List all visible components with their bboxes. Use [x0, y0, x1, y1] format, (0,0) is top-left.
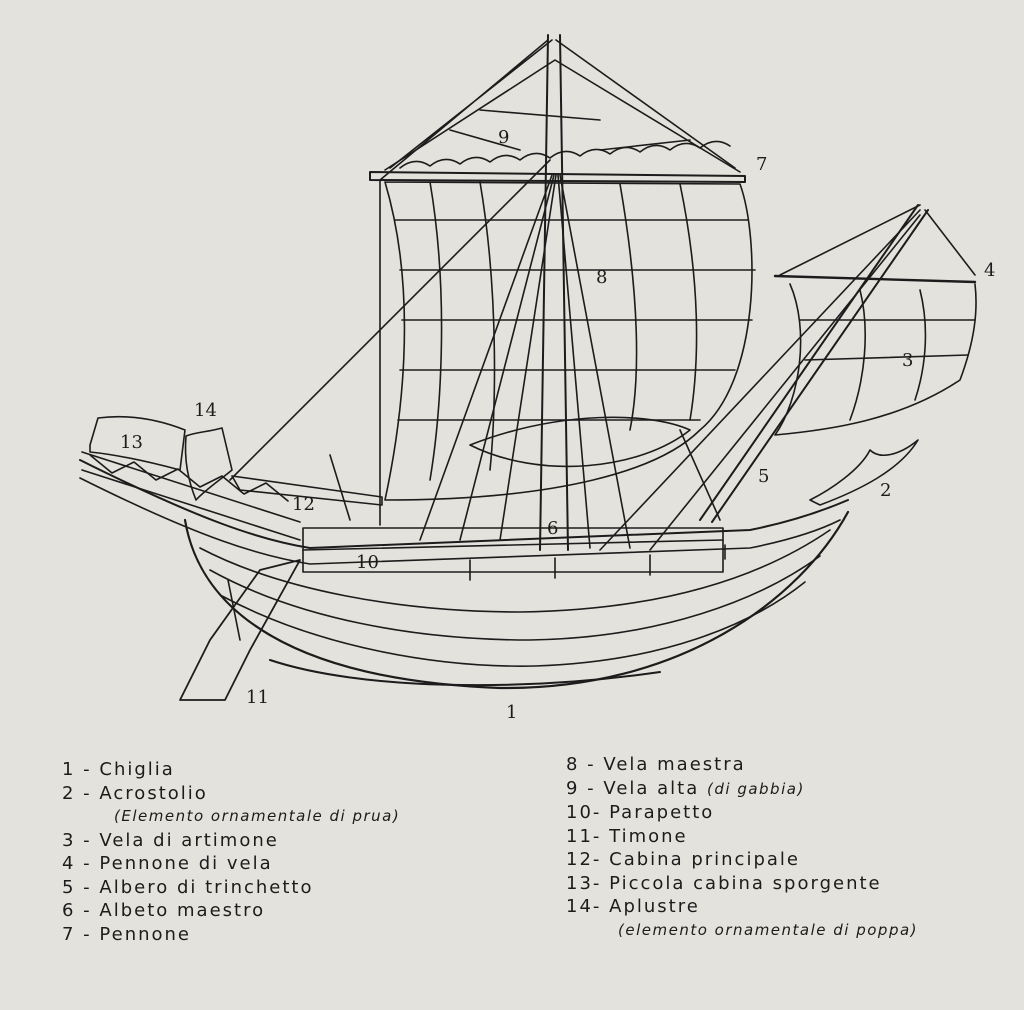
rigging — [229, 39, 736, 549]
main-mast — [539, 34, 569, 551]
legend-item: 10- Parapetto — [566, 802, 715, 823]
legend-right: 8 - Vela maestra 9 - Vela alta (di gabbi… — [566, 753, 918, 942]
legend-item: 7 - Pennone — [62, 923, 192, 945]
callout-1: 1 — [506, 702, 517, 723]
gunwale — [79, 459, 849, 549]
callout-2: 2 — [880, 480, 891, 501]
sail-grid — [394, 219, 756, 421]
callout-7: 7 — [756, 154, 767, 175]
aplustre — [184, 427, 233, 501]
callout-6: 6 — [547, 518, 558, 539]
main-sail-belly — [469, 416, 691, 468]
fore-yard — [773, 274, 977, 284]
callout-12: 12 — [292, 494, 315, 515]
small-cabin — [89, 415, 186, 471]
rudder-stock — [227, 579, 241, 641]
legend-item: 4 - Pennone di vela — [62, 853, 273, 874]
callout-10: 10 — [356, 552, 379, 573]
cabin-post — [329, 454, 351, 521]
callout-3: 3 — [902, 350, 913, 371]
stern-lattice-bottom — [81, 469, 301, 541]
artemon-sail — [774, 283, 977, 436]
sail-grid — [429, 181, 698, 481]
legend-item: 8 - Vela maestra — [566, 754, 746, 775]
main-cabin — [231, 475, 383, 506]
legend-item: 5 - Albero di trinchetto — [62, 876, 314, 898]
keel — [269, 659, 661, 687]
legend-item: 6 - Albeto maestro — [62, 900, 266, 921]
hull-plank — [221, 581, 806, 667]
legend-item: 9 - Vela alta (di gabbia) — [566, 777, 805, 799]
topsail — [384, 59, 741, 173]
callout-13: 13 — [120, 432, 143, 453]
callout-8: 8 — [596, 267, 607, 288]
legend-item: 13- Piccola cabina sporgente — [566, 872, 882, 894]
legend-item: 12- Cabina principale — [566, 849, 800, 870]
callout-14: 14 — [194, 400, 217, 421]
topsail-scallop — [399, 140, 731, 169]
main-yard — [369, 171, 746, 183]
foremast — [699, 204, 929, 523]
rudder — [179, 559, 301, 701]
hull-outline — [183, 510, 850, 690]
hull-plank — [209, 555, 821, 641]
legend-item: 11- Timone — [566, 825, 688, 847]
legend-item: 1 - Chiglia — [62, 759, 175, 780]
callout-11: 11 — [246, 687, 269, 708]
legend-left: 1 - Chiglia 2 - Acrostolio (Elemento orn… — [62, 758, 400, 946]
legend-item: 2 - Acrostolio — [62, 782, 208, 804]
fore-rigging — [599, 204, 976, 551]
callout-4: 4 — [984, 260, 995, 281]
legend-item: 3 - Vela di artimone — [62, 829, 279, 851]
legend-note: (elemento ornamentale di poppa) — [618, 920, 919, 939]
parapet-post — [469, 544, 726, 581]
legend-item: 14- Aplustre — [566, 896, 700, 917]
hull-plank — [199, 529, 831, 613]
callout-9: 9 — [498, 127, 509, 148]
artemon-rib — [799, 289, 976, 421]
parapet-line — [302, 539, 724, 551]
ship-illustration: 1 2 3 4 5 6 7 8 9 10 11 12 13 14 — [79, 34, 995, 723]
acrostolio — [809, 439, 919, 506]
callout-5: 5 — [758, 466, 769, 487]
topsail-rib — [449, 109, 691, 151]
legend-note: (Elemento ornamentale di prua) — [114, 807, 401, 825]
main-sail — [384, 181, 753, 501]
